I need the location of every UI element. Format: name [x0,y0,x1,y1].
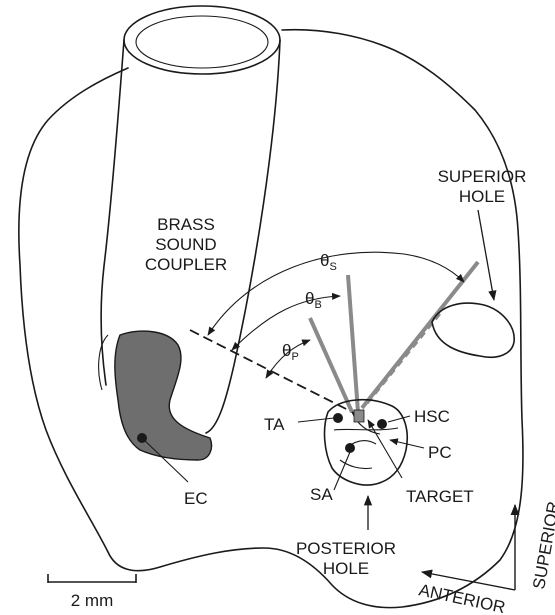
posterior-hole-label-line2: HOLE [323,559,369,578]
ec-label: EC [184,489,208,508]
superior-hole-label-line2: HOLE [459,187,505,206]
ear-canal-region [115,331,212,460]
ec-marker [137,433,147,443]
posterior-hole-label-line1: POSTERIOR [296,539,396,558]
coupler-label-line2: SOUND [155,235,216,254]
scale-bar-label: 2 mm [71,591,114,610]
sa-pointer [334,452,350,490]
theta-b-label: θB [305,289,322,311]
hsc-marker [377,419,387,429]
target-marker [354,410,364,422]
theta-p-label: θP [282,341,299,363]
pc-label: PC [428,443,452,462]
theta-s-label: θS [320,251,337,273]
target-label: TARGET [406,487,474,506]
ta-pointer [298,418,334,422]
superior-hole-label-line1: SUPERIOR [438,167,527,186]
sa-marker [345,443,355,453]
bone-outline [19,30,523,608]
scale-bar [48,574,136,583]
sa-label: SA [310,485,333,504]
ta-label: TA [264,415,285,434]
superior-hole [432,303,514,357]
hsc-pointer [388,416,410,422]
probe-s [362,262,478,408]
superior-hole-pointer [478,210,494,300]
coupler-label-line3: COUPLER [145,255,227,274]
probe-p [310,318,352,412]
coupler-label-line1: BRASS [157,215,215,234]
ta-marker [333,413,343,423]
probe-b [348,275,358,412]
superior-axis-label: SUPERIOR [529,500,555,591]
hsc-label: HSC [414,407,450,426]
posterior-hole [325,400,408,485]
